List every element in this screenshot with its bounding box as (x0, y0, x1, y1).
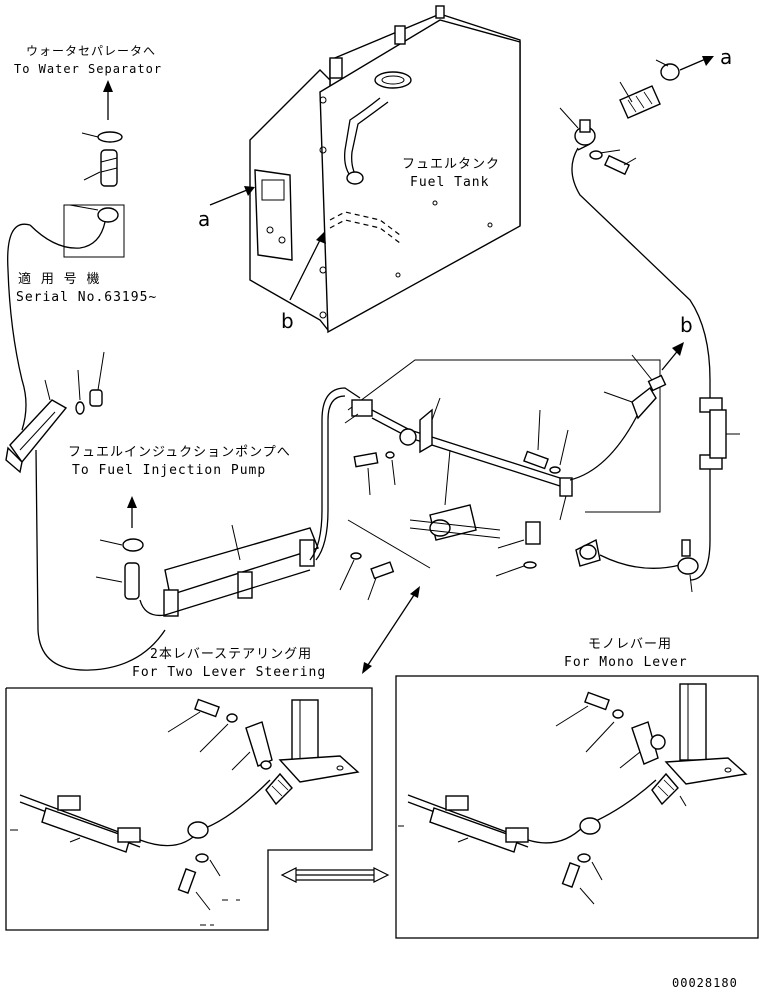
pipe-guard (139, 524, 319, 617)
mono-lever-panel-frame (395, 675, 759, 939)
double-arrow-vertical (362, 586, 420, 674)
injection-label-jp: フュエルインジュクションポンプへ (68, 445, 291, 460)
clamp-lower-center (495, 521, 601, 577)
two-lever-panel-frame (5, 687, 373, 931)
drawing-number: 00028180 (672, 976, 738, 990)
ref-label-b: b (281, 309, 294, 333)
mono-lever-detail (398, 683, 748, 905)
bolt-washer-center (339, 451, 396, 601)
injection-label-en: To Fuel Injection Pump (72, 463, 266, 478)
ref-label-a: a (198, 207, 210, 231)
fuel-tank-label-en: Fuel Tank (410, 175, 489, 190)
water-sep-label-jp: ウォータセパレータへ (26, 44, 156, 58)
ref-arrow-b-tank: b (281, 232, 326, 333)
water-separator-fitting (29, 80, 125, 258)
ref-label-a-right: a (720, 45, 732, 69)
mono-lever-label-jp: モノレバー用 (588, 637, 672, 652)
fitting-ref-a-right: a (559, 45, 732, 176)
ref-label-b-right: b (680, 313, 693, 337)
serial-label-jp: 適 用 号 機 (18, 271, 100, 287)
strainer-left (5, 351, 105, 474)
fuel-tank (249, 5, 521, 334)
ref-arrow-a-tank: a (198, 186, 255, 231)
water-sep-label-en: To Water Separator (14, 62, 162, 76)
mono-lever-label-en: For Mono Lever (564, 655, 688, 670)
bracket-assembly (344, 359, 661, 569)
two-lever-label-en: For Two Lever Steering (132, 665, 326, 680)
injection-fitting (95, 496, 144, 600)
fuel-tank-label-jp: フュエルタンク (402, 157, 500, 172)
hose-right (571, 147, 740, 593)
serial-label-en: Serial No.63195~ (16, 290, 157, 305)
double-arrow-horizontal (280, 867, 390, 883)
hose-to-ref-b: b (569, 313, 693, 481)
two-lever-detail (10, 698, 360, 926)
two-lever-label-jp: 2本レバーステアリング用 (150, 647, 312, 662)
